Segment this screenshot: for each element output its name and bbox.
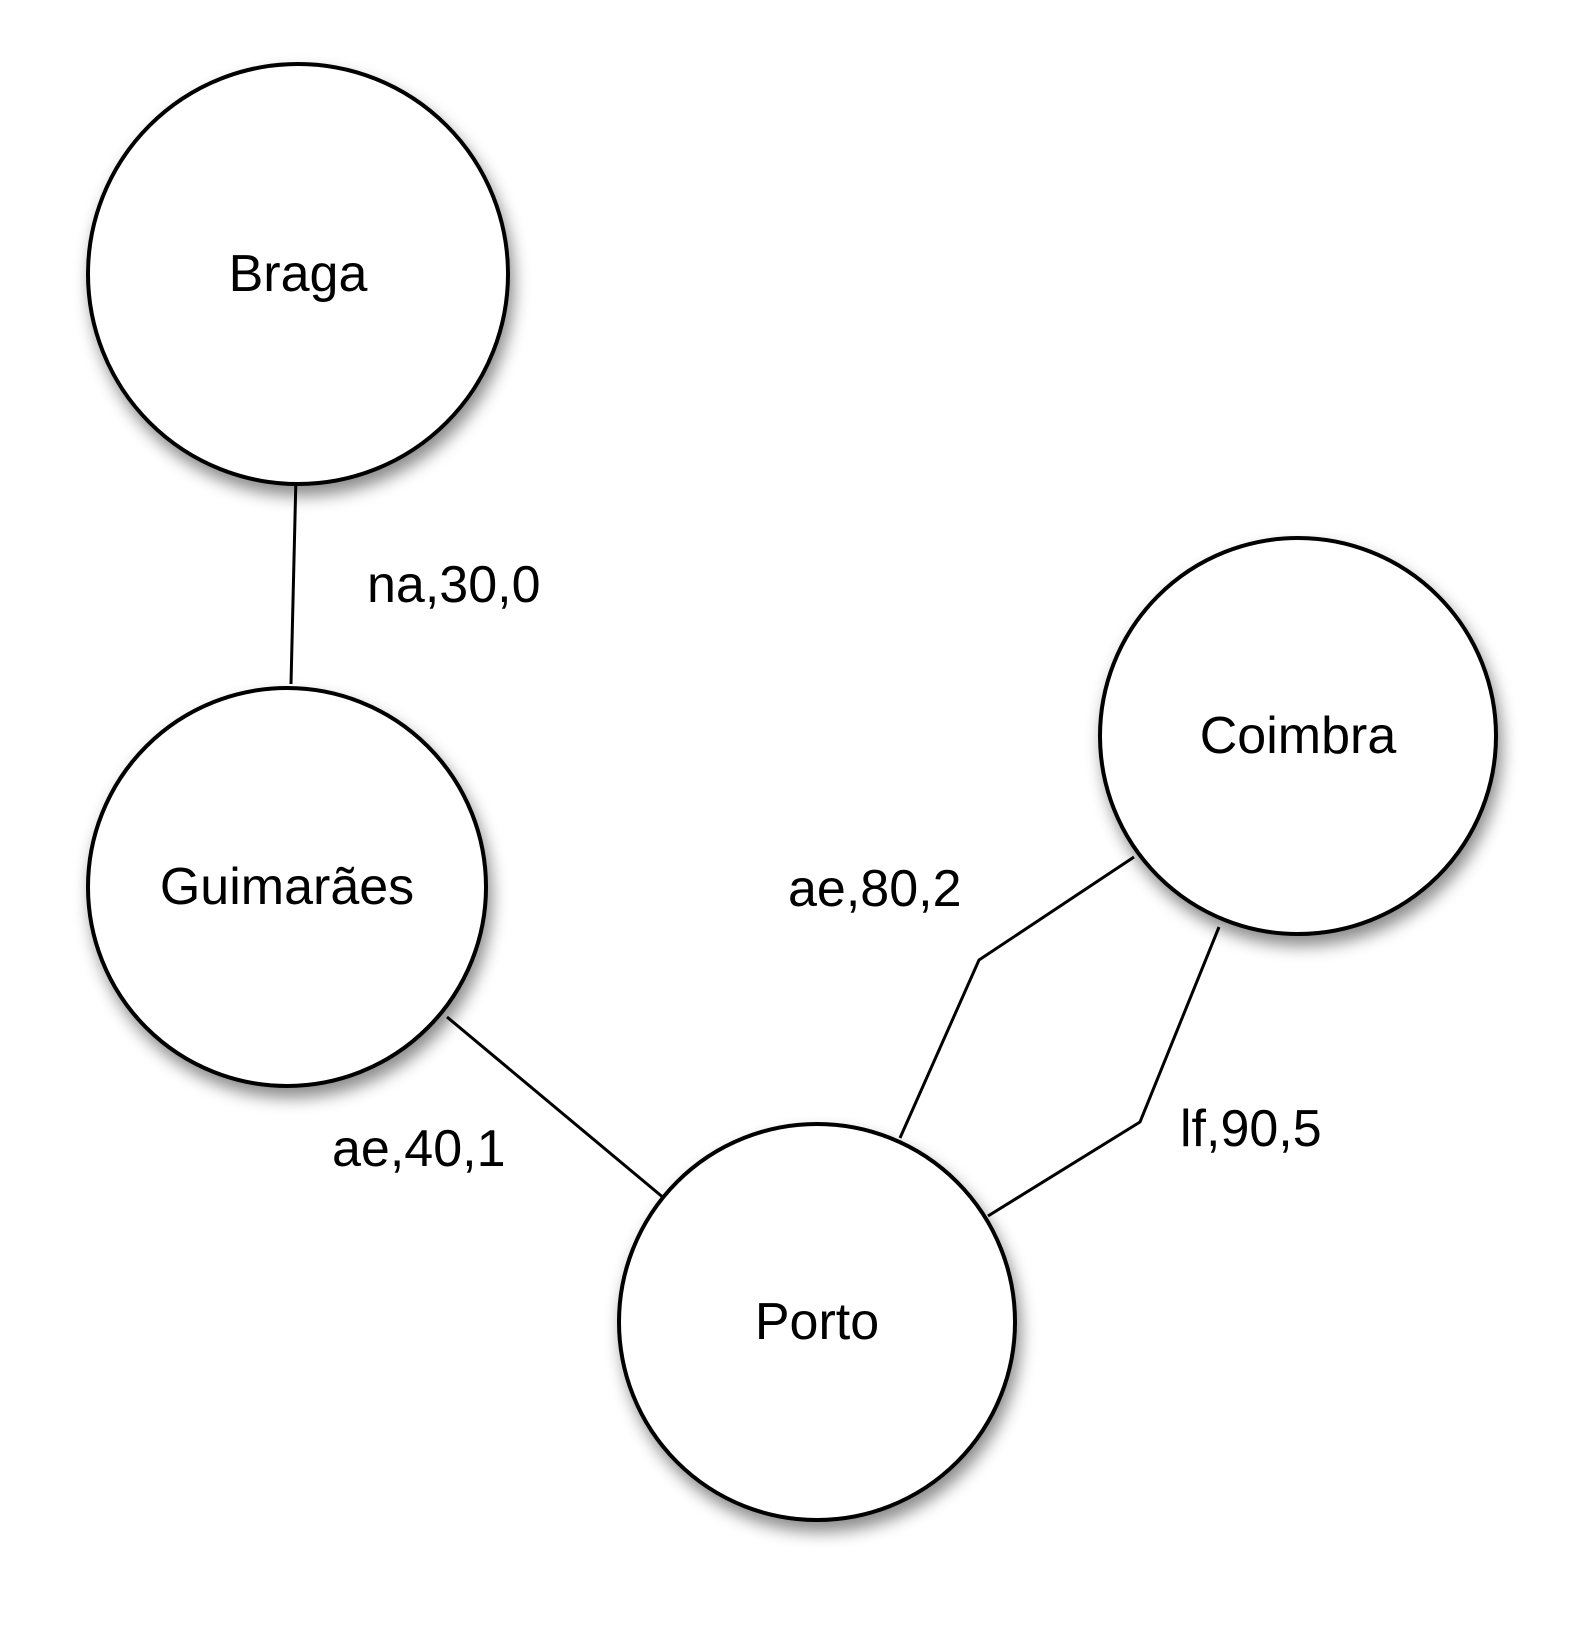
edge-label-guimaraes-porto: ae,40,1 — [332, 1120, 506, 1178]
edge-braga-guimaraes — [289, 475, 298, 685]
edge-guimaraes-porto — [446, 1015, 666, 1201]
edge-porto-coimbra-upper — [898, 855, 1135, 1139]
node-braga-label: Braga — [229, 245, 368, 303]
node-guimaraes: Guimarães — [86, 686, 488, 1088]
edge-label-porto-coimbra-upper: ae,80,2 — [788, 860, 962, 918]
node-braga: Braga — [86, 62, 510, 486]
node-coimbra-circle — [1098, 536, 1498, 936]
edge-porto-coimbra-lower — [987, 926, 1221, 1218]
node-braga-circle — [86, 62, 510, 486]
node-porto: Porto — [617, 1122, 1017, 1522]
edge-label-braga-guimaraes: na,30,0 — [367, 556, 541, 614]
edge-label-porto-coimbra-lower: lf,90,5 — [1180, 1100, 1322, 1158]
node-coimbra: Coimbra — [1098, 536, 1498, 936]
node-porto-circle — [617, 1122, 1017, 1522]
node-porto-label: Porto — [755, 1293, 879, 1351]
node-guimaraes-label: Guimarães — [160, 858, 414, 916]
node-coimbra-label: Coimbra — [1200, 707, 1397, 765]
node-guimaraes-circle — [86, 686, 488, 1088]
